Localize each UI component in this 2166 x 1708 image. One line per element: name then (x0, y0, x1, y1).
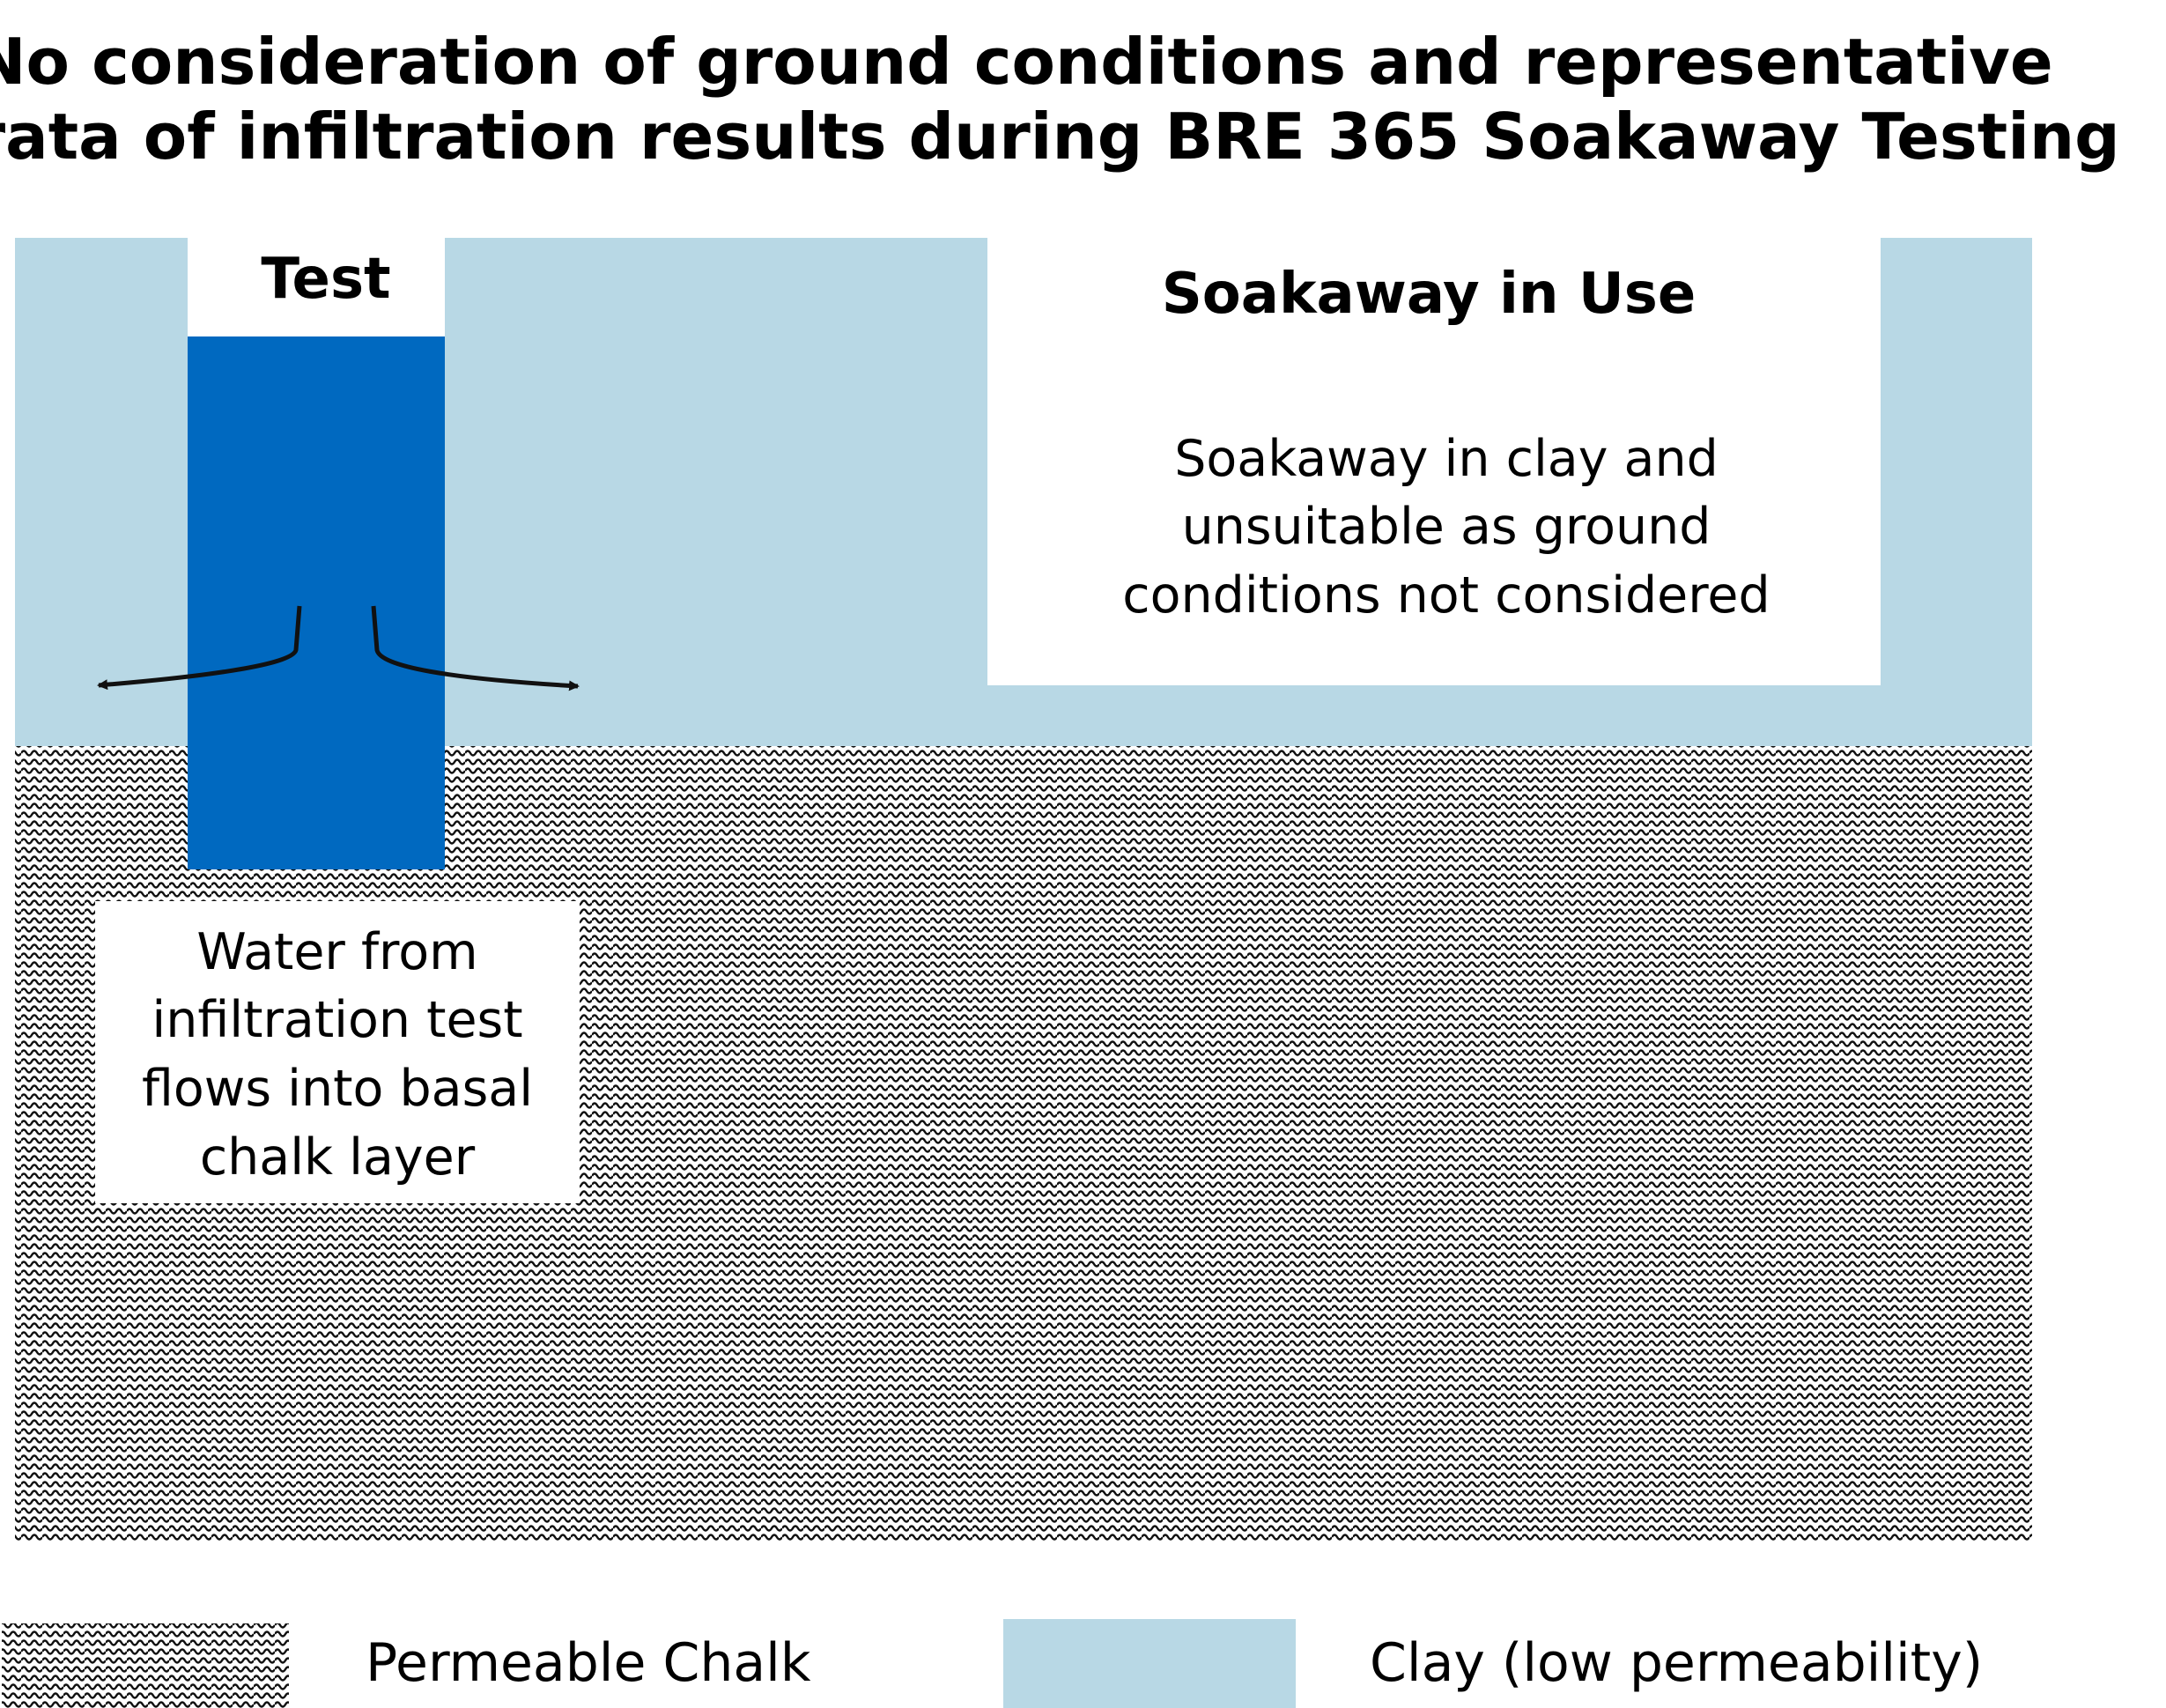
legend-chalk-label: Permeable Chalk (366, 1632, 811, 1694)
test-pit-opening (188, 238, 445, 336)
soakaway-label: Soakaway in Use (1162, 262, 1697, 327)
diagram-title-line-2: strata of infiltration results during BR… (0, 100, 2120, 174)
soakaway-note-line-3: conditions not considered (1122, 566, 1770, 625)
diagram-title-line-1: No consideration of ground conditions an… (0, 25, 2053, 99)
water-note-line-1: Water from (196, 923, 477, 981)
water-note-line-3: flows into basal (142, 1060, 533, 1118)
legend-clay-label: Clay (low permeability) (1370, 1632, 1983, 1694)
right-flow-arrow (371, 605, 580, 691)
soakaway-pit (987, 238, 1881, 685)
test-label: Test (261, 247, 390, 312)
water-note-line-4: chalk layer (200, 1128, 476, 1187)
legend-chalk-swatch (2, 1623, 289, 1708)
water-note-line-2: infiltration test (152, 991, 522, 1049)
soakaway-note-line-1: Soakaway in clay and (1174, 430, 1719, 488)
test-pit-water (188, 336, 445, 869)
water-note-box (95, 901, 580, 1203)
left-flow-arrow (97, 605, 302, 691)
legend-clay-swatch (1003, 1619, 1296, 1708)
soakaway-note-line-2: unsuitable as ground (1182, 498, 1711, 556)
